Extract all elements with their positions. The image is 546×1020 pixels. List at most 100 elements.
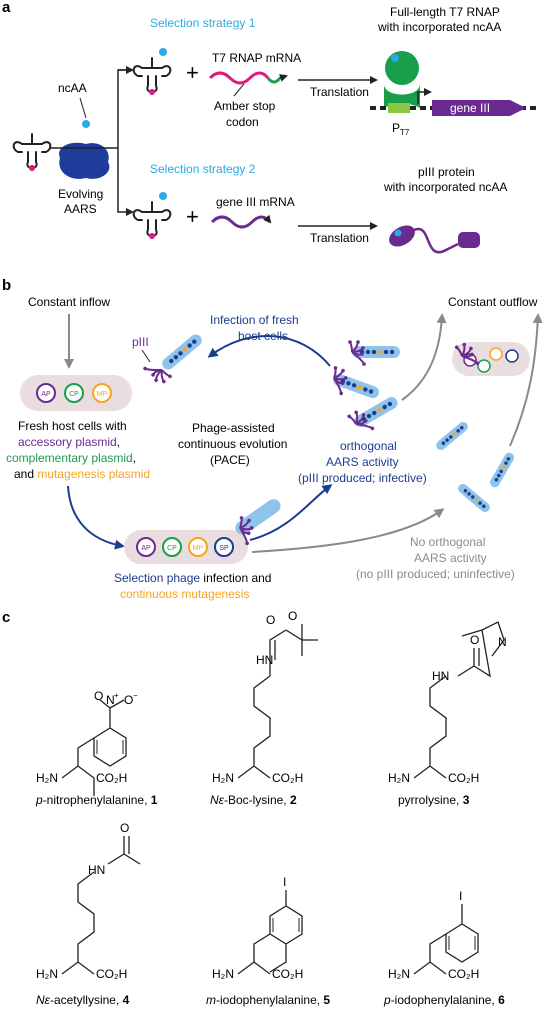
svg-text:H₂N: H₂N xyxy=(36,771,58,785)
svg-text:HN: HN xyxy=(88,863,105,877)
plus-1: + xyxy=(186,60,199,85)
svg-text:MP: MP xyxy=(193,545,204,552)
infection-label-1: Infection of fresh xyxy=(210,313,299,327)
svg-text:CP: CP xyxy=(167,545,177,552)
ncaa-label: ncAA xyxy=(58,81,87,95)
evolving-label-1: Evolving xyxy=(58,187,103,201)
pace-label-1: Phage-assisted xyxy=(192,421,275,435)
phage-uninfective-3 xyxy=(456,481,492,515)
compound-name-5: m-iodophenylalanine, 5 xyxy=(206,993,330,1007)
svg-text:CO₂H: CO₂H xyxy=(272,771,303,785)
svg-text:H₂N: H₂N xyxy=(388,771,410,785)
aars-blob xyxy=(59,142,110,179)
translation1-label: Translation xyxy=(310,85,369,99)
selection-label: Selection phage infection and xyxy=(114,571,271,585)
svg-text:O: O xyxy=(124,693,133,707)
ortho-label-1: orthogonal xyxy=(340,439,397,453)
panel-b-label: b xyxy=(2,277,11,294)
svg-text:SP: SP xyxy=(219,545,229,552)
fresh-label-4: and mutagenesis plasmid xyxy=(14,467,150,481)
to-uninfective-arrow xyxy=(251,508,445,553)
pace-label-3: (PACE) xyxy=(210,453,250,467)
promoter-label: PT7 xyxy=(392,121,410,137)
ortho-label-2: AARS activity xyxy=(326,455,399,469)
plasmid-ap: AP xyxy=(36,383,56,403)
panel-c-label: c xyxy=(2,609,10,626)
piii-label-1: pIII protein xyxy=(418,165,475,179)
svg-text:O: O xyxy=(288,609,297,623)
mrna2-label: gene III mRNA xyxy=(216,195,295,209)
svg-text:CP: CP xyxy=(69,391,79,398)
host-cell-selection xyxy=(124,530,248,564)
svg-text:HN: HN xyxy=(432,669,449,683)
svg-text:AP: AP xyxy=(41,391,51,398)
svg-text:O: O xyxy=(266,613,275,627)
svg-text:+: + xyxy=(114,691,119,700)
compound-name-3: pyrrolysine, 3 xyxy=(398,793,470,807)
svg-text:CO₂H: CO₂H xyxy=(96,967,127,981)
promoter-box xyxy=(388,103,410,113)
svg-text:−: − xyxy=(133,691,138,700)
amber-label-2: codon xyxy=(226,115,259,129)
svg-text:N: N xyxy=(498,635,507,649)
compound-name-4: Nε-acetyllysine, 4 xyxy=(36,993,130,1007)
plus-2: + xyxy=(186,204,199,229)
svg-text:CO₂H: CO₂H xyxy=(272,967,303,981)
phage-infective-1 xyxy=(352,346,400,358)
mutagenesis-label: continuous mutagenesis xyxy=(120,587,249,601)
infection-arrow xyxy=(207,334,331,367)
evolving-label-2: AARS xyxy=(64,202,97,216)
fresh-label-3: complementary plasmid, xyxy=(6,451,136,465)
plasmid-mp: MP xyxy=(92,383,112,403)
trna-strategy2 xyxy=(132,201,172,240)
inflow-label: Constant inflow xyxy=(28,295,110,309)
gene3-box xyxy=(432,100,526,116)
svg-text:N: N xyxy=(106,693,115,707)
svg-text:O: O xyxy=(470,633,479,647)
compound-name-6: p-iodophenylalanine, 6 xyxy=(383,993,505,1007)
piii-protein-tail xyxy=(458,232,480,248)
svg-text:H₂N: H₂N xyxy=(388,967,410,981)
phage-uninfective-2 xyxy=(488,450,516,490)
fulllength-label-2: with incorporated ncAA xyxy=(377,20,501,34)
outflow-arrow-2 xyxy=(509,313,543,447)
svg-text:CO₂H: CO₂H xyxy=(448,771,479,785)
gene3-label: gene III xyxy=(450,101,490,115)
svg-text:I: I xyxy=(283,875,286,889)
trna-strategy1 xyxy=(132,57,172,96)
outflow-arrow-1 xyxy=(401,313,447,401)
plasmid-cp: CP xyxy=(64,383,84,403)
to-ortho-arrow xyxy=(249,484,333,541)
mrna1-label: T7 RNAP mRNA xyxy=(212,51,301,65)
t7-rnap-body xyxy=(385,51,419,85)
piii-b-label: pIII xyxy=(132,335,149,349)
selection-arrow-down xyxy=(67,485,125,550)
svg-text:H₂N: H₂N xyxy=(212,967,234,981)
compound-name-1: p-nitrophenylalanine, 1 xyxy=(35,793,158,807)
svg-text:CO₂H: CO₂H xyxy=(96,771,127,785)
budding-phage xyxy=(235,499,281,535)
svg-text:CO₂H: CO₂H xyxy=(448,967,479,981)
phage-uninfective-1 xyxy=(434,419,470,453)
outflow-label: Constant outflow xyxy=(448,295,538,309)
svg-text:H₂N: H₂N xyxy=(212,771,234,785)
svg-text:AP: AP xyxy=(141,545,151,552)
infection-label-2: host cells xyxy=(238,329,288,343)
trna-left xyxy=(12,133,52,172)
svg-text:O: O xyxy=(120,821,129,835)
mrna2-strand xyxy=(210,214,272,229)
ncaa-charged-2 xyxy=(159,192,167,200)
ncaa-charged-1 xyxy=(159,48,167,56)
fulllength-label-1: Full-length T7 RNAP xyxy=(390,5,500,19)
no-ortho-label-1: No orthogonal xyxy=(410,535,485,549)
structures xyxy=(61,621,505,975)
svg-text:I: I xyxy=(459,889,462,903)
no-ortho-label-3: (no pIII produced; uninfective) xyxy=(356,567,515,581)
svg-text:H₂N: H₂N xyxy=(36,967,58,981)
no-ortho-label-2: AARS activity xyxy=(414,551,487,565)
ncaa-pointer xyxy=(79,97,87,119)
svg-text:MP: MP xyxy=(97,391,108,398)
mrna1-strand xyxy=(208,71,270,85)
amber-label-1: Amber stop xyxy=(214,99,276,113)
